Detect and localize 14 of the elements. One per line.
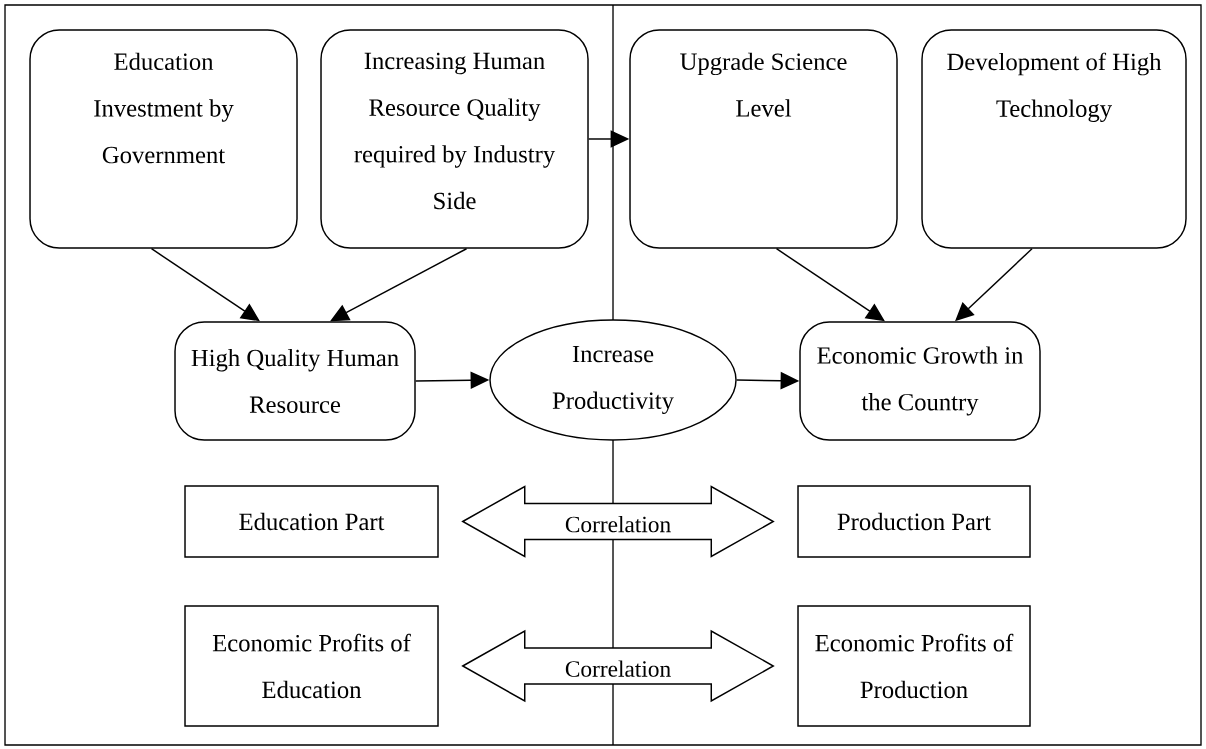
arrow xyxy=(775,248,885,322)
rectangle-box: Economic Profits of Production xyxy=(797,605,1031,727)
rounded-box: Upgrade Science Level xyxy=(629,29,898,249)
rectangle-box: Education Part xyxy=(184,485,439,558)
rounded-box: Development of High Technology xyxy=(921,29,1187,249)
arrow xyxy=(330,248,468,322)
rounded-box: Economic Growth in the Country xyxy=(799,321,1041,441)
arrow xyxy=(150,248,260,322)
rectangle-box: Economic Profits of Education xyxy=(184,605,439,727)
rounded-box: Increasing Human Resource Quality required by Industry Side xyxy=(320,29,589,249)
rounded-box: Education Investment by Government xyxy=(29,29,298,249)
edge-label: Correlation xyxy=(563,659,673,679)
rounded-box: High Quality Human Resource xyxy=(174,321,416,441)
rectangle-box: Production Part xyxy=(797,485,1031,558)
